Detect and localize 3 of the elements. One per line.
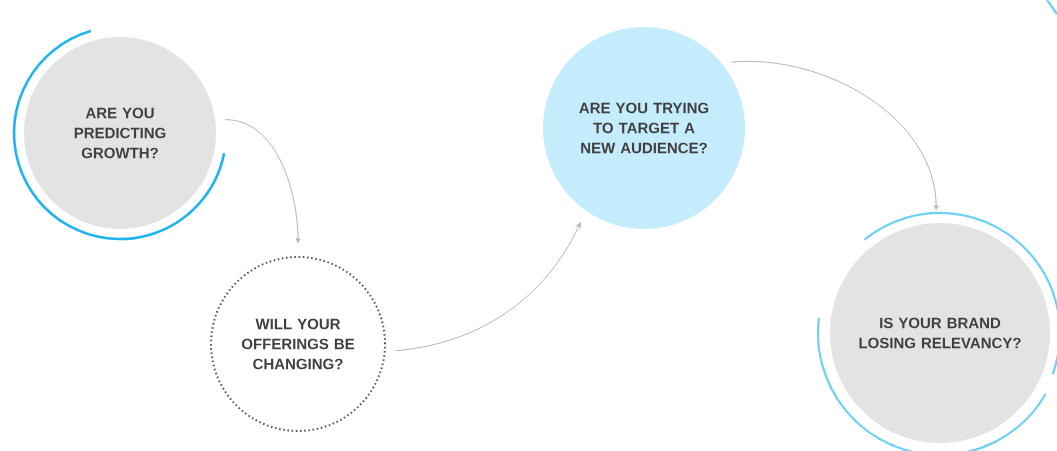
- arrow: [224, 119, 301, 244]
- arrow: [395, 222, 581, 352]
- arrow: [731, 61, 939, 211]
